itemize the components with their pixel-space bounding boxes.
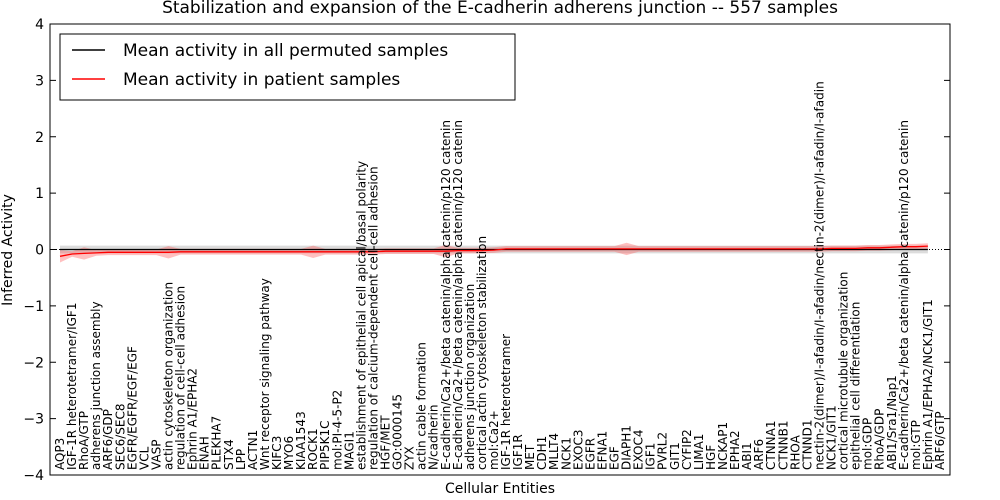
x-tick-label: PLEKHA7 xyxy=(210,416,224,470)
x-tick-label: cortical actin cytoskeleton stabilizatio… xyxy=(475,236,489,470)
y-tick-label: −4 xyxy=(23,468,44,484)
series-line-patient xyxy=(59,245,928,257)
x-tick-label: adherens junction organization xyxy=(463,284,477,470)
x-tick-label: CTNNB1 xyxy=(776,420,790,470)
x-tick-label: ABI1/Sra1/Nap1 xyxy=(885,375,899,470)
y-tick-label: 1 xyxy=(35,186,44,202)
x-tick-label: VASP xyxy=(149,439,163,470)
y-tick-label: 2 xyxy=(35,130,44,146)
x-tick-label: ARF6/GTP xyxy=(933,411,947,470)
y-tick-label: −1 xyxy=(23,299,44,315)
x-tick-label: ROCK1 xyxy=(306,428,320,470)
x-tick-label: EGF xyxy=(608,446,622,470)
y-tick-label: 3 xyxy=(35,73,44,89)
x-tick-label: mol:GTP xyxy=(909,420,923,470)
x-tick-label: Ephrin A1/EPHA2 xyxy=(186,368,200,470)
confidence-band-patient xyxy=(60,242,928,263)
x-tick-label: CTNND1 xyxy=(800,419,814,470)
x-tick-label: ABI1 xyxy=(740,442,754,470)
x-tick-label: PVRL2 xyxy=(656,432,670,470)
x-tick-label: epithelial cell differentiation xyxy=(849,302,863,470)
x-tick-label: EFNA1 xyxy=(596,431,610,470)
x-tick-label: establishment of epithelial cell apical/… xyxy=(354,161,368,470)
legend: Mean activity in all permuted samples Me… xyxy=(59,33,516,101)
x-tick-label: cortical microtubule organization xyxy=(837,272,851,470)
x-tick-label: adherens junction assembly xyxy=(89,301,103,470)
x-tick-label: E-cadherin/Ca2+/beta catenin/alpha caten… xyxy=(439,120,453,470)
y-axis-ticks: −4 −3 −2 −1 0 1 2 3 4 xyxy=(23,17,950,484)
x-tick-label: VCL xyxy=(137,446,151,470)
y-tick-label: 4 xyxy=(35,17,44,33)
x-tick-label: KIAA1543 xyxy=(294,411,308,470)
x-tick-label: NCKAP1 xyxy=(716,422,730,470)
x-tick-label: DIAPH1 xyxy=(620,425,634,470)
series-lines xyxy=(59,245,928,257)
y-tick-label: −3 xyxy=(23,412,44,428)
x-tick-label: IGF-1R heterotetramer/IGF1 xyxy=(65,303,79,470)
x-tick-label: HGF/MET xyxy=(379,415,393,470)
chart-title: Stabilization and expansion of the E-cad… xyxy=(162,0,838,18)
x-tick-label: SEC6/SEC8 xyxy=(113,404,127,470)
x-tick-label: KIFC3 xyxy=(270,436,284,470)
x-tick-label: ACTN1 xyxy=(246,430,260,470)
x-tick-label: ARF6/GDP xyxy=(101,409,115,470)
x-tick-label: EGFR xyxy=(583,438,597,470)
x-tick-label: CTNNA1 xyxy=(764,420,778,470)
x-tick-label: MAGI1 xyxy=(342,431,356,470)
x-tick-label: IGF1 xyxy=(644,443,658,470)
legend-label-permuted: Mean activity in all permuted samples xyxy=(123,41,448,61)
y-axis-label: Inferred Activity xyxy=(0,194,16,306)
x-axis-label: Cellular Entities xyxy=(445,481,555,497)
x-tick-label: regulation of calcium-dependent cell-cel… xyxy=(366,166,380,470)
legend-box xyxy=(59,33,516,101)
x-tick-label: PIP5K1C xyxy=(318,420,332,470)
x-tick-label: CYFIP2 xyxy=(680,429,694,470)
x-tick-label: ENAH xyxy=(198,436,212,470)
x-tick-label: Wnt receptor signaling pathway xyxy=(258,278,272,470)
x-tick-label: E-cadherin/Ca2+/beta catenin/alpha caten… xyxy=(451,120,465,470)
x-tick-label: CDH1 xyxy=(535,436,549,470)
x-tick-label: LPP xyxy=(234,449,248,470)
x-tick-label: mol:PI-4-5-P2 xyxy=(330,390,344,470)
x-tick-label: GIT1 xyxy=(668,442,682,470)
legend-label-patient: Mean activity in patient samples xyxy=(123,70,400,90)
x-tick-label: mol:Ca2+ xyxy=(487,410,501,470)
x-tick-label: LIMA1 xyxy=(692,434,706,470)
x-tick-label: actin cytoskeleton organization xyxy=(162,282,176,470)
x-tick-label: EPHA2 xyxy=(728,430,742,470)
x-tick-label: NCK1/GIT1 xyxy=(825,405,839,470)
x-tick-label: NCK1 xyxy=(559,437,573,470)
x-tick-label: AQP3 xyxy=(53,438,67,470)
x-tick-label: RhoA/GTP xyxy=(77,411,91,470)
x-tick-label: STX4 xyxy=(222,439,236,470)
x-tick-label: MET xyxy=(523,444,537,470)
x-tick-label: IGF-1R heterotetramer xyxy=(499,334,513,470)
x-tick-label: mol:GDP xyxy=(861,418,875,470)
x-tick-label: Ephrin A1/EPHA2/NCK1/GIT1 xyxy=(921,299,935,470)
x-tick-label: EXOC3 xyxy=(571,430,585,471)
x-tick-label: HGF xyxy=(704,445,718,470)
x-tick-label: E-cadherin/Ca2+/beta catenin/alpha caten… xyxy=(897,120,911,470)
x-tick-label: nectin-2(dimer)/I-afadin/I-afadin/nectin… xyxy=(813,81,827,470)
x-tick-label: GO:0000145 xyxy=(391,394,405,470)
x-tick-label: N/cadherin xyxy=(427,405,441,470)
x-tick-label: actin cable formation xyxy=(415,342,429,470)
x-tick-label: EXOC4 xyxy=(632,430,646,471)
x-tick-label: EGFR/EGFR/EGF/EGF xyxy=(125,346,139,470)
x-tick-label: RHOA xyxy=(788,434,802,470)
x-tick-label: ZYX xyxy=(403,446,417,470)
x-tick-label: IGF1R xyxy=(511,434,525,470)
x-tick-label: RhoA/GDP xyxy=(873,409,887,470)
x-tick-label: MLLT4 xyxy=(547,433,561,470)
x-tick-label: MYO6 xyxy=(282,436,296,470)
x-tick-label: regulation of cell-cell adhesion xyxy=(174,286,188,470)
x-tick-label: ARF6 xyxy=(752,439,766,470)
y-tick-label: −2 xyxy=(23,355,44,371)
y-tick-label: 0 xyxy=(35,243,44,259)
